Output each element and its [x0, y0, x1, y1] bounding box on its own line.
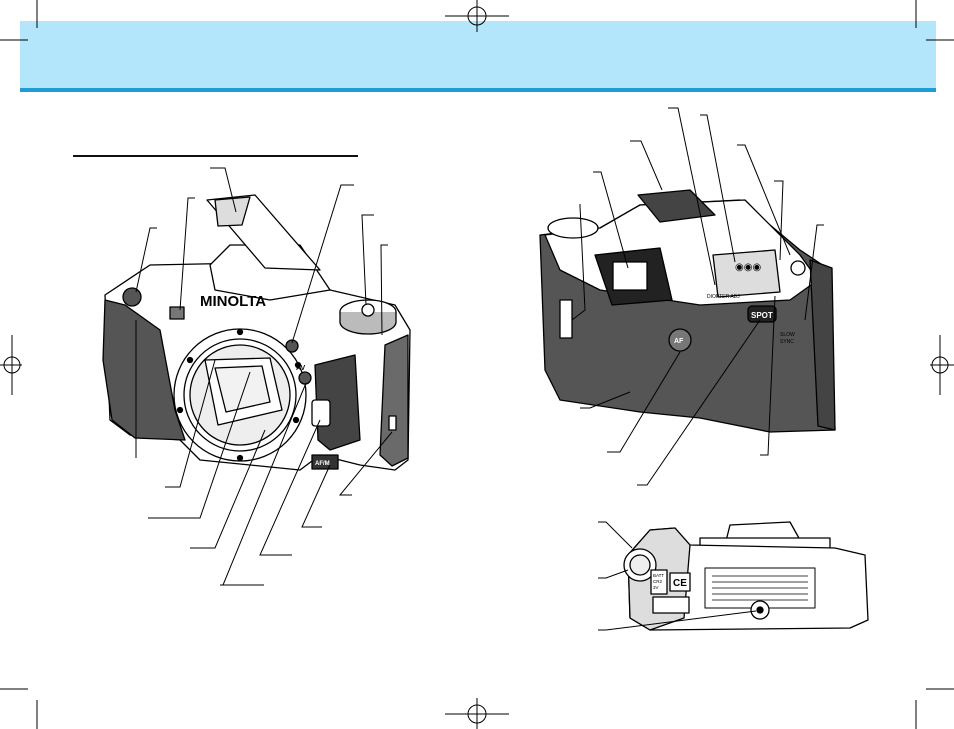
camera-front-illustration [102, 194, 411, 471]
bottom-callout-lines [598, 521, 757, 631]
batt-label-2: CR2 [653, 579, 662, 584]
brand-logo: MINOLTA [200, 293, 266, 310]
header-band [20, 21, 936, 88]
slow-sync-label-2: SYNC [780, 339, 794, 345]
bottom-vent-lines [712, 575, 808, 601]
front-callout-lines [135, 167, 393, 586]
batt-label-1: BATT [653, 573, 664, 578]
section-title-rule [73, 155, 358, 157]
af-button-label: AF [674, 338, 684, 345]
camera-rear-illustration: ◉◉◉ [539, 189, 836, 433]
camera-bottom-illustration [623, 521, 869, 631]
eyepiece-caption: DIOPTER ADJ [707, 294, 740, 300]
slow-sync-label-1: SLOW [780, 332, 795, 338]
batt-label-3: 3V [653, 585, 659, 590]
header-rule [20, 88, 936, 92]
spot-button-label: SPOT [751, 311, 773, 320]
ce-mark: CE [673, 578, 687, 589]
rear-callout-lines [571, 107, 824, 486]
av-button-label: AV [296, 365, 306, 372]
af-m-switch-label: AF/M [315, 461, 330, 467]
svg-text:◉◉◉: ◉◉◉ [735, 262, 761, 273]
